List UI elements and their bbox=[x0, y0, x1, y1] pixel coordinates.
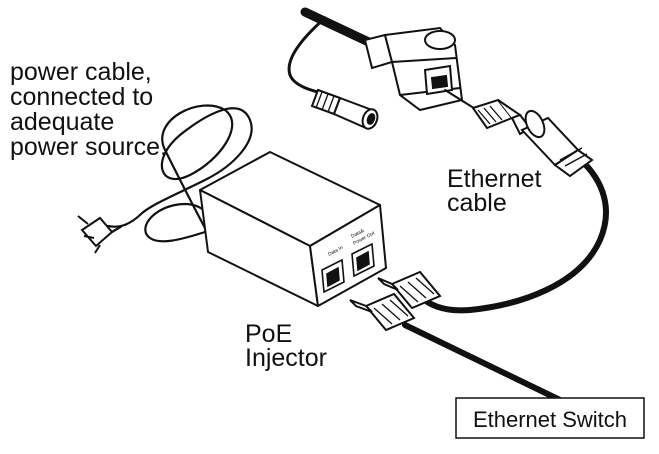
injector-in-rj45-plug bbox=[349, 292, 416, 332]
power-plug bbox=[77, 215, 123, 254]
camera-rj45-plug bbox=[471, 98, 532, 136]
svg-text:adequate: adequate bbox=[10, 108, 114, 136]
svg-text:Ethernet: Ethernet bbox=[447, 165, 542, 193]
dc-power-connector bbox=[310, 88, 379, 130]
svg-text:cable: cable bbox=[447, 189, 507, 217]
ethernet-switch-box bbox=[455, 397, 645, 439]
ethernet-ferrite bbox=[520, 109, 594, 178]
injector-out-rj45-plug bbox=[377, 270, 442, 310]
svg-text:Injector: Injector bbox=[245, 344, 327, 372]
ethernet-cable-label: Ethernet cable bbox=[447, 165, 542, 217]
poe-injector-box bbox=[199, 151, 387, 307]
svg-text:power source.: power source. bbox=[10, 133, 167, 161]
camera-rj45-coupler bbox=[363, 26, 464, 112]
svg-text:PoE: PoE bbox=[245, 320, 292, 348]
power-cable-label: power cable, connected to adequate power… bbox=[10, 58, 167, 161]
camera-cable bbox=[287, 7, 380, 97]
svg-text:power cable,: power cable, bbox=[10, 58, 152, 86]
ethernet-switch-label: Ethernet Switch bbox=[473, 407, 627, 432]
switch-cable bbox=[402, 322, 563, 403]
svg-text:connected to: connected to bbox=[10, 83, 153, 111]
injector-port-data-power-out bbox=[351, 242, 375, 278]
injector-port-data-in bbox=[321, 258, 345, 294]
poe-injector-label: PoE Injector bbox=[245, 320, 327, 372]
